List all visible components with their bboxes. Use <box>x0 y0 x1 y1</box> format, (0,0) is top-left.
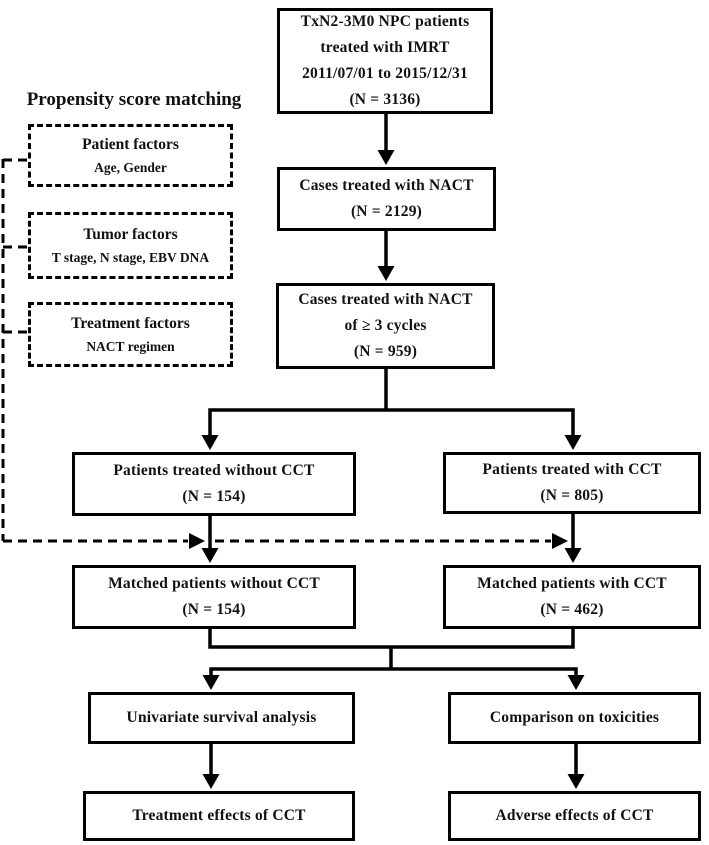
box-line: Patients treated with CCT <box>482 461 662 478</box>
box-line: Cases treated with NACT <box>298 291 473 308</box>
flow-box-treatment-effects: Treatment effects of CCT <box>83 791 355 841</box>
dashed-arrowheads <box>189 533 568 549</box>
flow-box-matched-with-cct: Matched patients with CCT (N = 462) <box>443 565 701 629</box>
flow-box-adverse-effects: Adverse effects of CCT <box>448 791 701 841</box>
box-line: (N = 2129) <box>350 203 423 220</box>
box-line: Matched patients without CCT <box>108 575 320 592</box>
box-line: Treatment effects of CCT <box>132 807 306 824</box>
flow-box-matched-without-cct: Matched patients without CCT (N = 154) <box>72 565 356 629</box>
psm-factor-tumor: Tumor factors T stage, N stage, EBV DNA <box>28 212 233 279</box>
box-line: (N = 959) <box>353 343 418 360</box>
psm-factor-patient: Patient factors Age, Gender <box>28 124 233 187</box>
psm-factor-treatment: Treatment factors NACT regimen <box>28 302 233 367</box>
flow-box-with-cct: Patients treated with CCT (N = 805) <box>443 452 701 514</box>
factor-detail: NACT regimen <box>86 339 175 354</box>
flow-box-without-cct: Patients treated without CCT (N = 154) <box>72 452 356 516</box>
psm-heading: Propensity score matching <box>26 89 242 110</box>
dashed-psm-connectors <box>1 158 551 543</box>
flow-box-nact: Cases treated with NACT (N = 2129) <box>277 167 496 231</box>
factor-title: Patient factors <box>82 136 179 153</box>
flow-box-univariate-analysis: Univariate survival analysis <box>88 692 355 744</box>
box-line: Univariate survival analysis <box>126 709 317 726</box>
box-line: Patients treated without CCT <box>113 462 315 479</box>
box-line: treated with IMRT <box>320 39 450 56</box>
box-line: Matched patients with CCT <box>477 575 667 592</box>
flow-box-initial-cohort: TxN2-3M0 NPC patients treated with IMRT … <box>277 8 493 114</box>
factor-detail: Age, Gender <box>94 160 167 175</box>
box-line: (N = 154) <box>182 601 246 618</box>
factor-title: Tumor factors <box>83 226 178 243</box>
box-line: Adverse effects of CCT <box>495 807 654 824</box>
box-line: (N = 3136) <box>349 91 421 108</box>
flow-box-nact-3cycles: Cases treated with NACT of ≥ 3 cycles (N… <box>276 283 495 369</box>
box-line: (N = 805) <box>540 487 604 504</box>
box-line: TxN2-3M0 NPC patients <box>300 13 470 30</box>
solid-arrowheads <box>201 150 585 789</box>
solid-connector-lines <box>208 114 578 775</box>
box-line: (N = 462) <box>540 601 604 618</box>
box-line: (N = 154) <box>182 488 246 505</box>
box-line: of ≥ 3 cycles <box>344 317 427 334</box>
box-line: Comparison on toxicities <box>489 709 660 726</box>
box-line: 2011/07/01 to 2015/12/31 <box>302 65 468 82</box>
factor-detail: T stage, N stage, EBV DNA <box>51 250 210 265</box>
box-line: Cases treated with NACT <box>299 177 474 194</box>
flow-box-toxicity-comparison: Comparison on toxicities <box>448 692 701 744</box>
factor-title: Treatment factors <box>71 315 190 332</box>
